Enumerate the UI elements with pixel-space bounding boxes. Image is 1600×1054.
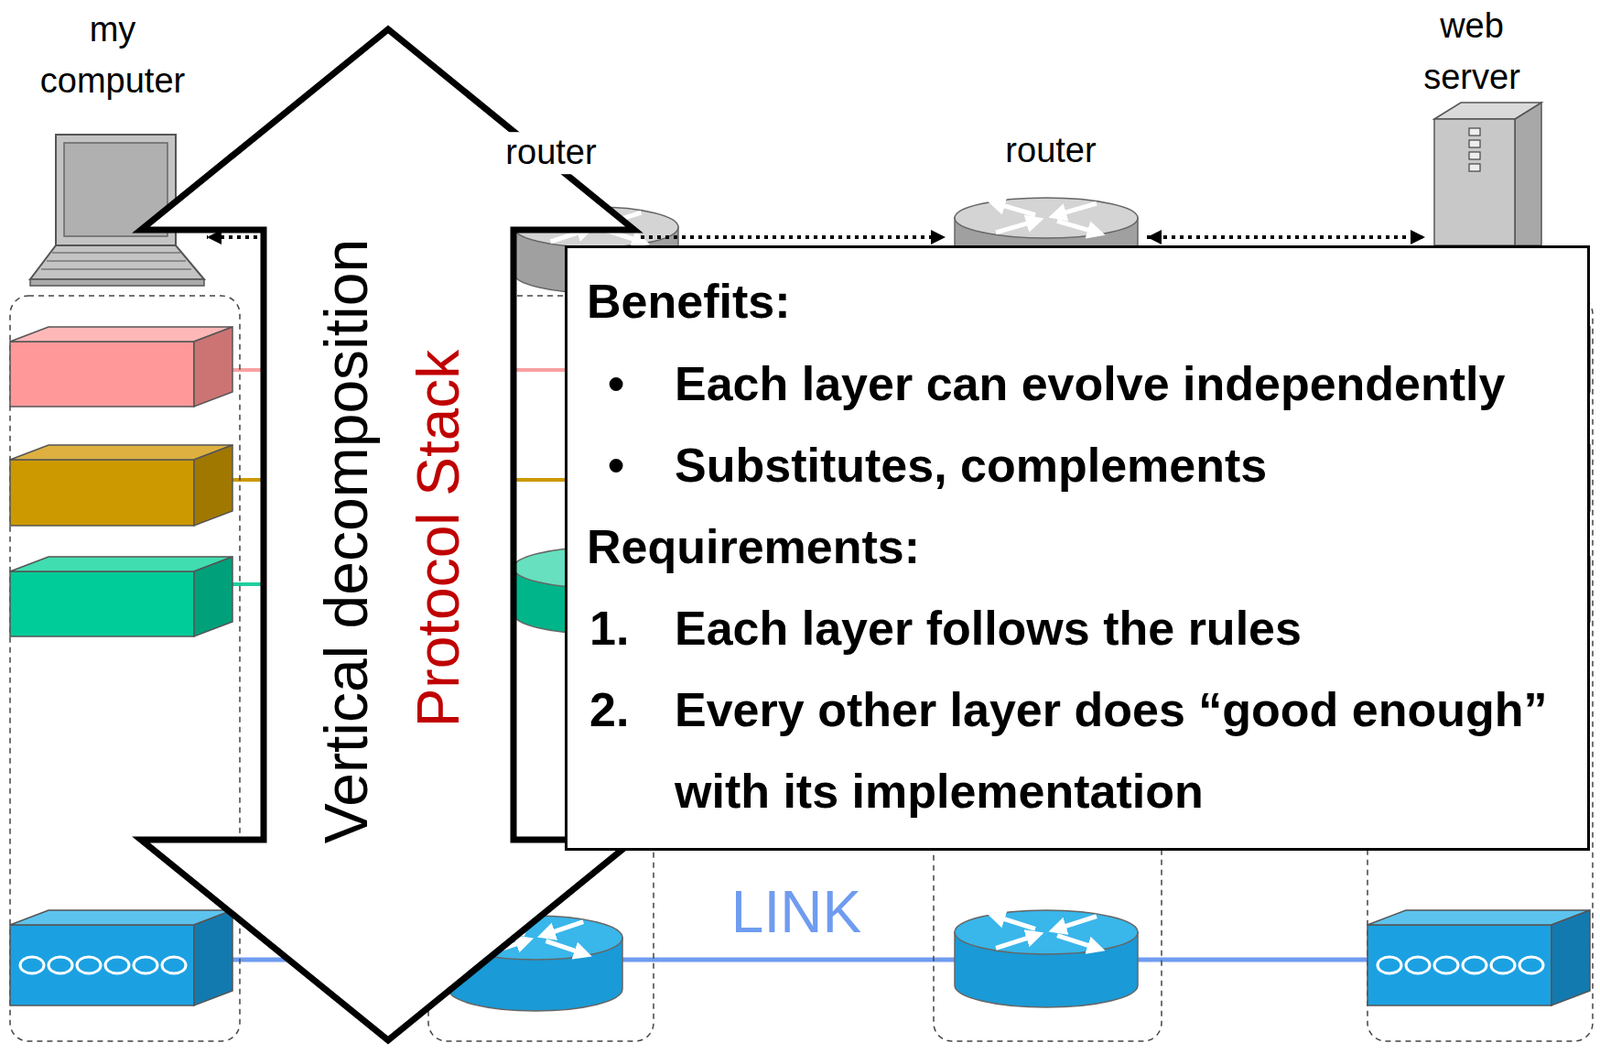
link-signal: [1377, 956, 1402, 973]
callout-text: Every other layer does “good enough” wit…: [674, 669, 1575, 833]
link-signal: [1491, 956, 1515, 973]
node-label: router: [501, 131, 600, 174]
node-label: router: [1005, 129, 1096, 173]
router-arrow: [995, 220, 1036, 233]
arrow-label: Protocol Stack: [403, 349, 475, 728]
link-box-side: [1551, 909, 1590, 1006]
link-signal: [1434, 956, 1459, 973]
laptop-keyboard: [30, 245, 205, 280]
router-arrow: [545, 921, 584, 935]
keyboard-row: [41, 268, 192, 271]
link-signal: [105, 956, 130, 973]
link-box-side: [194, 909, 233, 1006]
network-layer-box: [10, 571, 195, 637]
link-signal: [162, 956, 186, 973]
callout-text: Benefits:: [586, 260, 790, 343]
server-front: [1434, 118, 1515, 246]
router-icon-top: [954, 197, 1138, 238]
callout-text: Substitutes, complements: [674, 424, 1267, 507]
server-bay: [1469, 140, 1481, 148]
network-node: router: [512, 128, 641, 275]
laptop-base: [30, 279, 205, 286]
network-layer-box-side: [194, 556, 233, 637]
router-arrow: [1057, 935, 1097, 949]
callout-text: •: [607, 343, 625, 425]
router-arrow: [545, 940, 584, 954]
router-arrow: [995, 916, 1036, 930]
router-arrow: [995, 203, 1036, 216]
link-signal: [1405, 956, 1430, 973]
callout-text: Each layer can evolve independently: [674, 343, 1506, 425]
link-box: [10, 924, 195, 1006]
server-bay: [1469, 151, 1481, 160]
arrow-label: Vertical decomposition: [310, 238, 383, 844]
link-router-icon-top: [954, 909, 1138, 954]
arrow-shape: [140, 29, 635, 1040]
link-box: [1367, 924, 1552, 1006]
router-arrow: [1057, 220, 1097, 233]
server-bay: [1469, 163, 1481, 172]
application-layer-box-side: [194, 326, 233, 407]
keyboard-row: [46, 259, 186, 262]
server-top: [1434, 102, 1542, 119]
link-signal: [48, 956, 73, 973]
keyboard-row: [52, 251, 181, 254]
callout-text: 1.: [589, 587, 629, 670]
callout-text: 2.: [589, 669, 629, 751]
node-label: web server: [1394, 0, 1550, 103]
callout-text: •: [607, 424, 625, 507]
double-arrow: Vertical decomposition Protocol Stack: [137, 25, 638, 1044]
arrow-outline: [137, 25, 638, 1044]
router-arrow: [1057, 916, 1097, 930]
callout-text: Requirements:: [586, 506, 920, 588]
layer-label: LINK: [731, 877, 862, 946]
transport-layer-box-side: [194, 444, 233, 526]
link-signal: [1462, 956, 1487, 973]
dotted-connector: [640, 235, 946, 239]
network-node: my computer: [18, 13, 207, 286]
dotted-connector: [1146, 235, 1426, 239]
router-arrow: [1057, 203, 1097, 216]
link-signal: [20, 956, 44, 973]
transport-layer-box: [10, 459, 195, 526]
router-arrow: [995, 935, 1036, 949]
callout-text: Each layer follows the rules: [674, 587, 1302, 670]
network-node: web server: [1425, 13, 1557, 246]
application-layer-box: [10, 341, 195, 407]
server-bay: [1469, 128, 1481, 136]
node-label: my computer: [21, 3, 205, 107]
link-signal: [76, 956, 101, 973]
link-signal: [133, 956, 158, 973]
link-signal: [1519, 956, 1544, 973]
server-side: [1514, 102, 1542, 246]
callout-box: Benefits:•Each layer can evolve independ…: [564, 245, 1590, 851]
host-column: [10, 295, 240, 1041]
